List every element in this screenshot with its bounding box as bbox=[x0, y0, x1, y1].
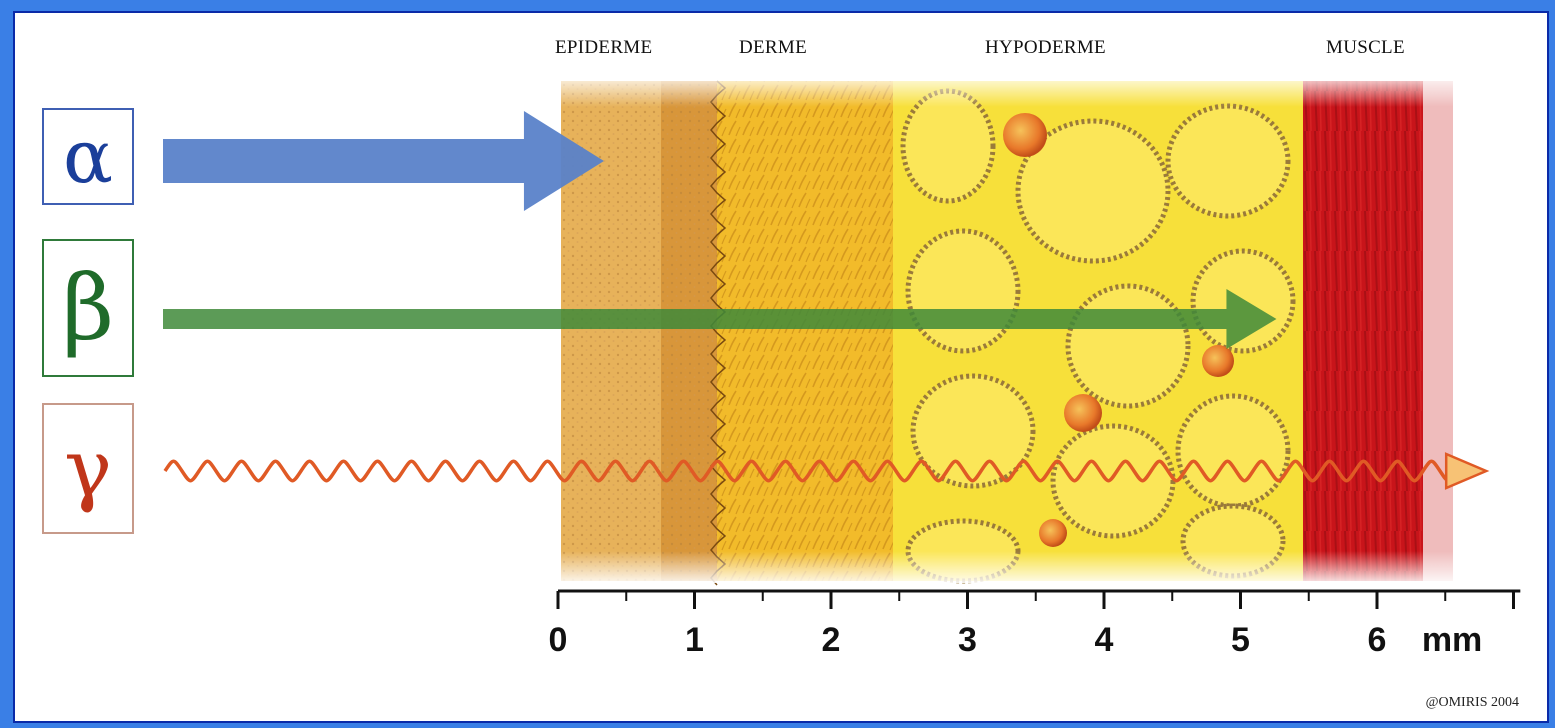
vessel-nodule bbox=[1202, 345, 1234, 377]
fat-lobule bbox=[1175, 393, 1291, 509]
label-derme: DERME bbox=[739, 37, 807, 58]
copyright-credit: @OMIRIS 2004 bbox=[1425, 695, 1519, 710]
tissue-layers bbox=[561, 80, 1453, 586]
layer-derme-texture bbox=[717, 81, 893, 581]
fat-lobule bbox=[905, 228, 1021, 354]
layer-dermal-band-texture bbox=[661, 81, 717, 581]
fat-lobule bbox=[1165, 103, 1291, 219]
axis-tick-label: 3 bbox=[958, 621, 977, 659]
axis-tick-label: 1 bbox=[685, 621, 704, 659]
alpha-arrow bbox=[163, 111, 604, 211]
vessel-nodule bbox=[1039, 519, 1067, 547]
fat-lobule bbox=[1015, 118, 1171, 264]
muscle-fade-edge bbox=[1423, 81, 1453, 581]
beta-arrow bbox=[163, 289, 1277, 349]
gamma-arrowhead bbox=[1444, 452, 1490, 490]
radiation-arrows bbox=[163, 111, 1490, 490]
axis-tick-label: 6 bbox=[1368, 621, 1387, 659]
beta-symbol-box: β bbox=[42, 239, 134, 377]
skin-penetration-diagram: 0 1 2 3 4 5 6 mm bbox=[163, 75, 1521, 659]
gamma-symbol: γ bbox=[64, 422, 112, 515]
axis-tick-label: 2 bbox=[822, 621, 841, 659]
fat-lobule bbox=[1065, 283, 1191, 409]
label-hypoderme: HYPODERME bbox=[985, 37, 1106, 58]
layer-muscle-texture bbox=[1303, 81, 1423, 581]
fat-lobule bbox=[1050, 423, 1176, 539]
beta-symbol: β bbox=[61, 255, 115, 361]
fat-lobule bbox=[910, 373, 1036, 489]
axis-tick-label: 5 bbox=[1231, 621, 1250, 659]
vessel-nodule bbox=[1003, 113, 1047, 157]
depth-axis: 0 1 2 3 4 5 6 mm bbox=[549, 589, 1521, 659]
fat-lobule bbox=[900, 88, 996, 204]
derme-boundary bbox=[710, 80, 727, 586]
tissue-top-fade bbox=[553, 75, 1453, 107]
axis-unit-label: mm bbox=[1422, 621, 1482, 659]
alpha-symbol: α bbox=[63, 113, 113, 200]
tissue-bottom-fade bbox=[553, 551, 1453, 583]
gamma-symbol-box: γ bbox=[42, 403, 134, 534]
label-epiderme: EPIDERME bbox=[555, 37, 653, 58]
gamma-wave bbox=[163, 459, 1459, 483]
label-muscle: MUSCLE bbox=[1326, 37, 1405, 58]
axis-tick-label: 4 bbox=[1095, 621, 1114, 659]
alpha-symbol-box: α bbox=[42, 108, 134, 205]
vessel-nodule bbox=[1064, 394, 1102, 432]
axis-tick-label: 0 bbox=[549, 621, 568, 659]
